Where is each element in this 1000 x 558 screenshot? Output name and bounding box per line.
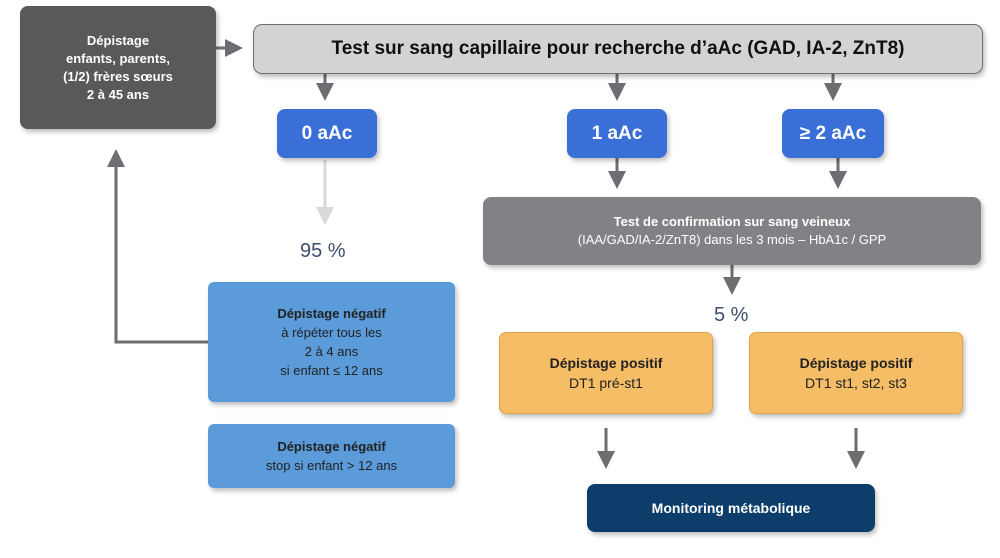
metabolic-monitoring-box: Monitoring métabolique <box>587 484 875 532</box>
positive-pre-detail: DT1 pré-st1 <box>569 375 643 391</box>
negative-repeat-box: Dépistage négatif à répéter tous les 2 à… <box>208 282 455 402</box>
confirmation-test-box: Test de confirmation sur sang veineux (I… <box>483 197 981 265</box>
negative-stop-title: Dépistage négatif <box>277 439 386 454</box>
negative-stop-detail: stop si enfant > 12 ans <box>265 458 398 473</box>
percent-95-label: 95 % <box>300 240 346 262</box>
positive-stages-box: Dépistage positif DT1 st1, st2, st3 <box>749 332 963 414</box>
arrow-negative-repeat-to-screening <box>107 149 208 344</box>
result-0-aac: 0 aAc <box>277 109 377 158</box>
confirmation-title: Test de confirmation sur sang veineux <box>613 214 851 229</box>
metabolic-monitoring-label: Monitoring métabolique <box>651 500 811 516</box>
negative-repeat-line-3: si enfant ≤ 12 ans <box>280 363 383 378</box>
negative-repeat-line-2: 2 à 4 ans <box>304 344 359 359</box>
result-1-aac: 1 aAc <box>567 109 667 158</box>
negative-stop-box: Dépistage négatif stop si enfant > 12 an… <box>208 424 455 488</box>
screening-line-4: 2 à 45 ans <box>86 86 150 102</box>
result-2plus-aac-label: ≥ 2 aAc <box>799 122 867 144</box>
result-1-aac-label: 1 aAc <box>591 122 643 144</box>
positive-stages-title: Dépistage positif <box>799 355 913 371</box>
screening-line-2: enfants, parents, <box>65 50 171 66</box>
positive-stages-detail: DT1 st1, st2, st3 <box>805 375 907 391</box>
screening-population-box: Dépistage enfants, parents, (1/2) frères… <box>20 6 216 129</box>
percent-5-label: 5 % <box>714 304 749 326</box>
negative-repeat-line-1: à répéter tous les <box>281 325 382 340</box>
confirmation-detail: (IAA/GAD/IA-2/ZnT8) dans les 3 mois – Hb… <box>577 232 887 247</box>
positive-pre-title: Dépistage positif <box>549 355 663 371</box>
capillary-test-label: Test sur sang capillaire pour recherche … <box>331 38 905 59</box>
positive-pre-stage-box: Dépistage positif DT1 pré-st1 <box>499 332 713 414</box>
result-0-aac-label: 0 aAc <box>301 122 353 144</box>
screening-line-1: Dépistage <box>86 32 150 48</box>
result-2plus-aac: ≥ 2 aAc <box>782 109 884 158</box>
negative-repeat-title: Dépistage négatif <box>277 306 386 321</box>
capillary-test-box: Test sur sang capillaire pour recherche … <box>253 24 983 74</box>
screening-line-3: (1/2) frères sœurs <box>63 68 173 84</box>
